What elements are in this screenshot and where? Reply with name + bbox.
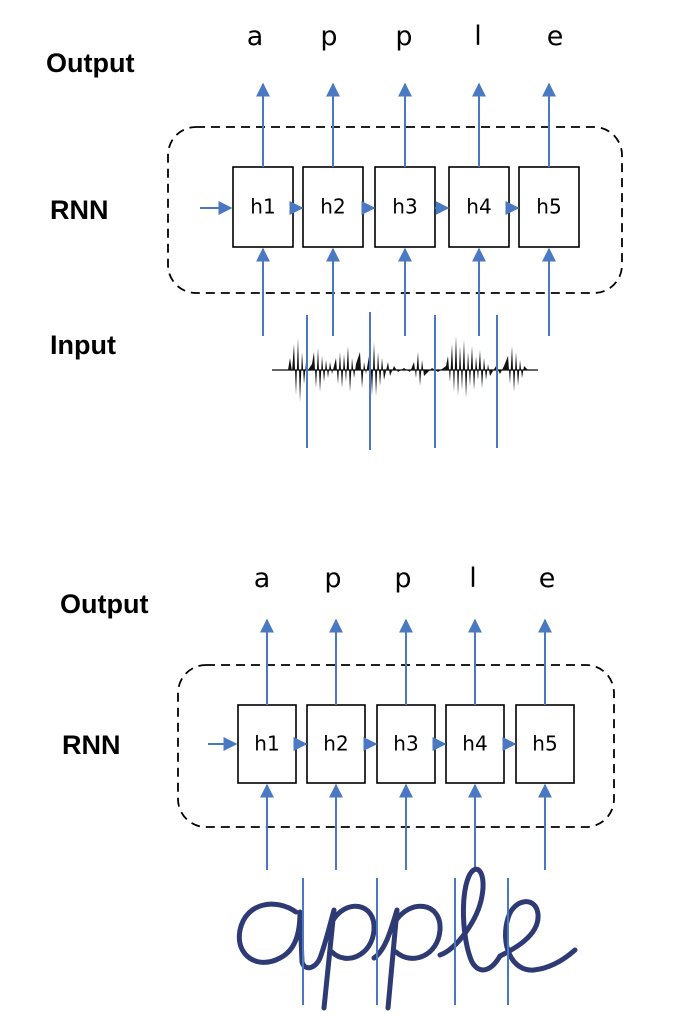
output-char-4: l [469, 563, 477, 594]
hidden-cell-4 [445, 704, 505, 784]
hidden-cell-5-label: h5 [532, 732, 557, 756]
hidden-cell-5-label: h5 [536, 195, 561, 219]
diagram-speech: Output RNN Input a p p l e h1 h2 h3 h4 h… [46, 21, 623, 450]
output-char-1: a [247, 21, 264, 52]
rnn-container [167, 126, 623, 294]
output-char-5: e [539, 563, 556, 594]
output-char-3: p [394, 563, 411, 594]
hidden-cell-5 [515, 704, 575, 784]
hidden-cell-3-label: h3 [392, 195, 417, 219]
rnn-label: RNN [62, 730, 121, 760]
hidden-cell-2-label: h2 [320, 195, 345, 219]
handwritten-word [236, 866, 578, 1011]
rnn-container [177, 664, 615, 828]
hidden-cell-3 [376, 704, 436, 784]
hidden-cell-4-label: h4 [462, 732, 487, 756]
input-label: Input [50, 330, 116, 360]
hidden-cell-4-label: h4 [466, 195, 491, 219]
output-char-4: l [474, 21, 482, 52]
output-char-2: p [324, 563, 341, 594]
speech-waveform [272, 336, 538, 402]
hidden-cell-1 [237, 704, 297, 784]
output-char-2: p [320, 21, 337, 52]
output-char-5: e [547, 21, 564, 52]
hidden-cell-2 [302, 166, 364, 248]
diagram-handwriting: Output RNN a p p l e h1 h2 h3 h4 h5 [60, 563, 615, 1011]
hidden-cell-3-label: h3 [393, 732, 418, 756]
hidden-cell-1-label: h1 [254, 732, 279, 756]
rnn-label: RNN [50, 195, 109, 225]
output-label: Output [60, 589, 148, 619]
output-label: Output [46, 48, 134, 78]
output-char-3: p [395, 21, 412, 52]
hidden-cell-1-label: h1 [250, 195, 275, 219]
hidden-cell-2-label: h2 [323, 732, 348, 756]
output-char-1: a [254, 563, 271, 594]
